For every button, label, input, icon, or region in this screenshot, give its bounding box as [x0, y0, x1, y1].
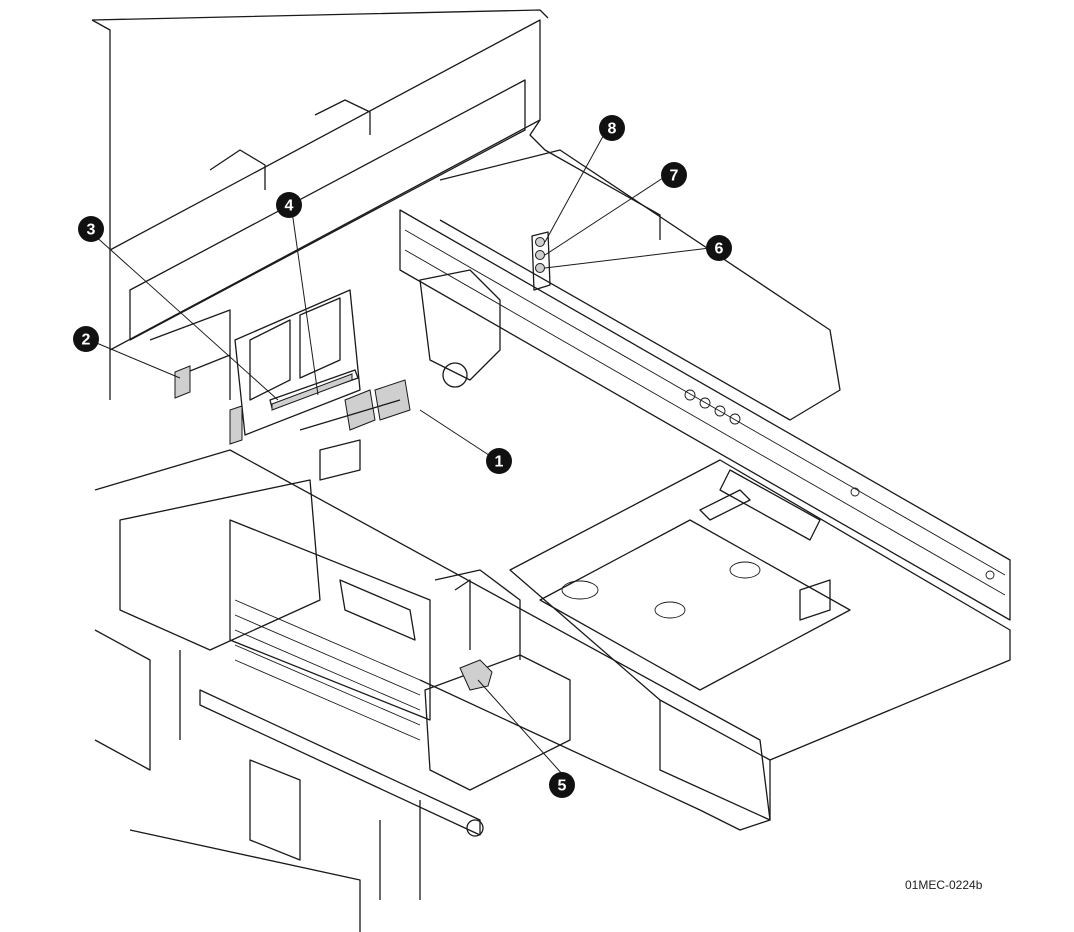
callout-7-label: 7	[670, 168, 679, 185]
callout-4: 4	[276, 192, 302, 218]
base-tray	[509, 459, 1011, 821]
leader-lines	[86, 128, 719, 786]
callout-1-label: 1	[495, 454, 504, 471]
center-mechanism	[149, 269, 501, 481]
callout-1: 1	[486, 448, 512, 474]
callout-4-label: 4	[285, 198, 294, 215]
callout-8-label: 8	[608, 121, 617, 138]
callout-8: 8	[599, 115, 625, 141]
callout-6: 6	[706, 235, 732, 261]
front-carriage	[94, 449, 771, 837]
callout-5: 5	[549, 772, 575, 798]
callout-3-label: 3	[87, 222, 96, 239]
callout-7: 7	[661, 162, 687, 188]
callout-6-label: 6	[715, 241, 724, 258]
callout-5-label: 5	[558, 778, 567, 795]
figure-code: 01MEC-0224b	[905, 878, 983, 892]
callout-2: 2	[73, 326, 99, 352]
connector-block	[531, 231, 551, 291]
right-rail	[399, 149, 1011, 621]
callout-2-label: 2	[82, 332, 91, 349]
callout-3: 3	[78, 216, 104, 242]
lower-structure	[94, 629, 421, 932]
upper-housing	[91, 9, 661, 400]
